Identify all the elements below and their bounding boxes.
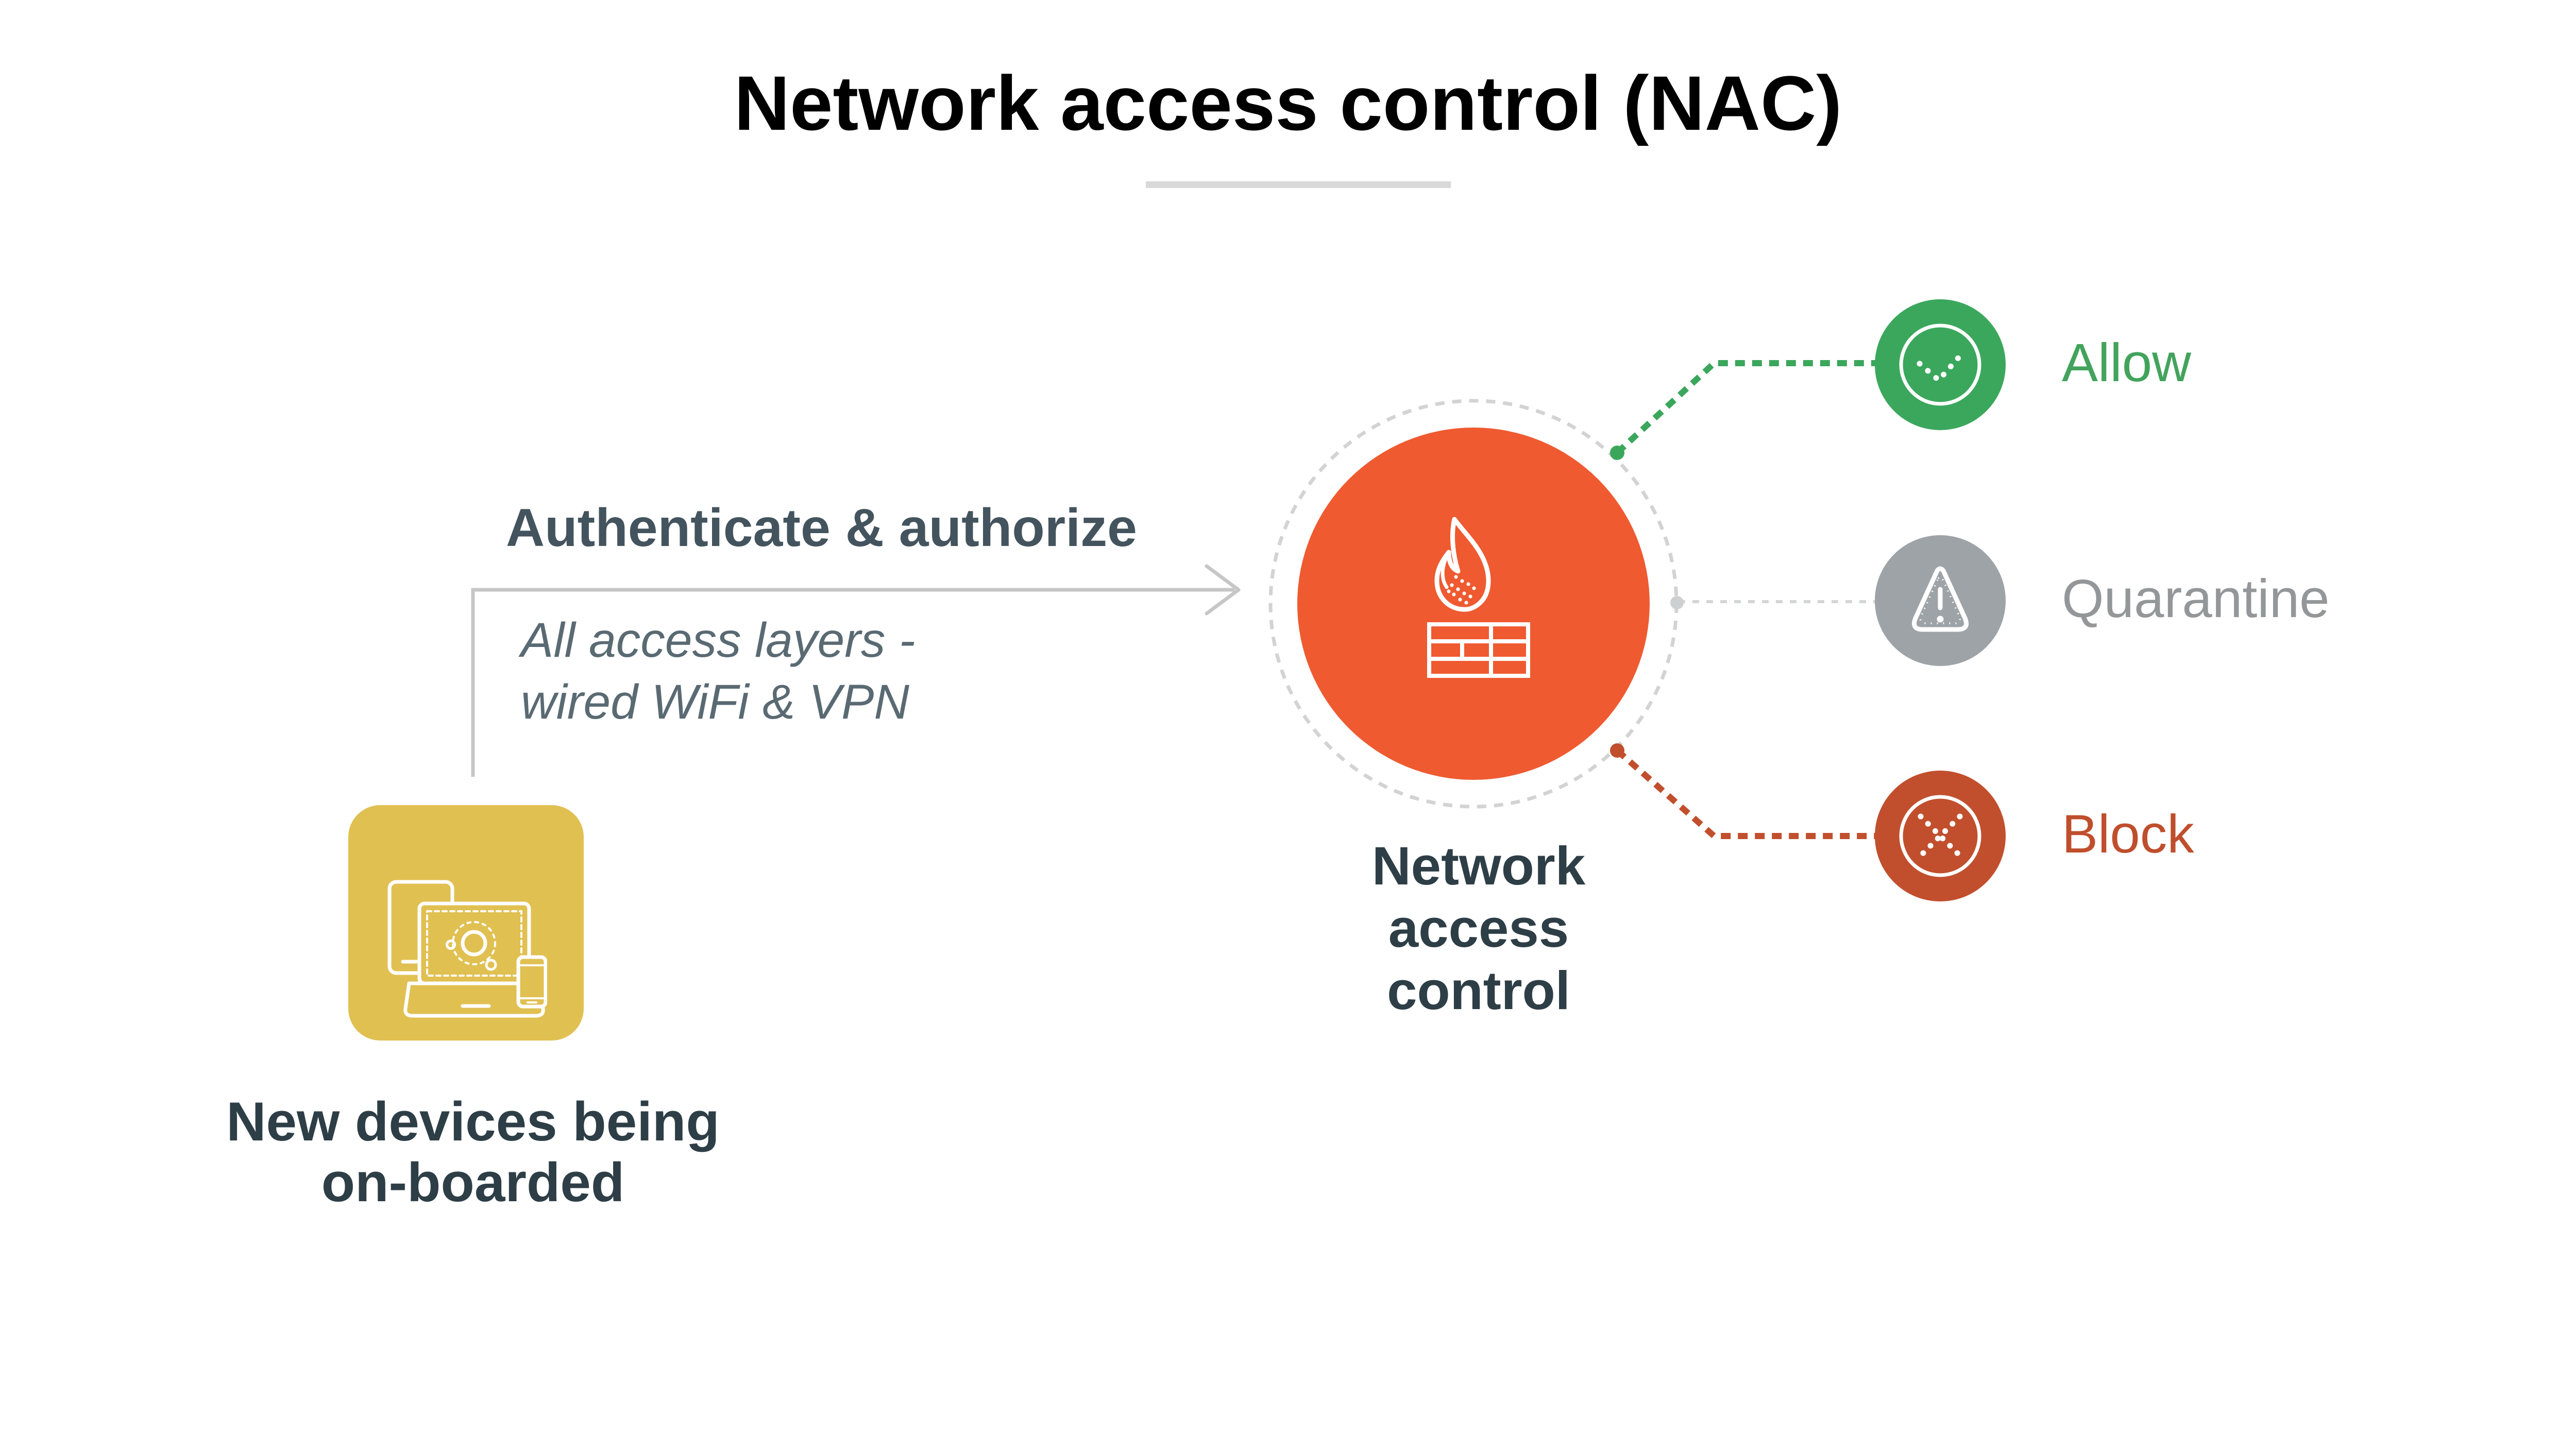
hub-circle: [1297, 428, 1650, 780]
check-icon: [1917, 347, 1968, 384]
devices-icon: [387, 880, 547, 1018]
block-connector-line: [1615, 748, 1876, 839]
allow-connector-dot: [1610, 446, 1624, 460]
flame-icon: [1434, 517, 1491, 612]
flame-sparks: [1447, 575, 1476, 605]
outcome-label-quarantine: Quarantine: [2062, 569, 2330, 629]
hub-label-line2: access: [1388, 898, 1569, 959]
flow-arrow-line: [471, 588, 1234, 777]
hub-label-line1: Network: [1371, 836, 1586, 896]
arrow-heading: Authenticate & authorize: [506, 498, 1137, 558]
block-ring: [1899, 795, 1981, 877]
allow-circle: [1875, 299, 2006, 430]
arrow-subtext-line2: wired WiFi & VPN: [521, 675, 909, 729]
title-underline: [1146, 181, 1451, 188]
cross-icon: [1918, 813, 1963, 859]
outcome-label-block: Block: [2062, 804, 2194, 864]
outcome-label-allow: Allow: [2062, 333, 2191, 393]
allow-ring: [1899, 323, 1981, 406]
source-device-tile: [348, 805, 584, 1041]
phone-shape: [516, 955, 547, 1009]
quarantine-icon: [1875, 535, 2006, 666]
allow-connector-line: [1615, 360, 1876, 455]
source-label-line1: New devices being: [226, 1090, 720, 1152]
block-connector-dot: [1610, 743, 1624, 758]
block-icon: [1875, 771, 2006, 901]
firewall-icon: [1427, 517, 1530, 678]
page-title: Network access control (NAC): [734, 60, 1842, 146]
hub-label: Network access control: [1221, 835, 1736, 1022]
laptop-screen-shape: [417, 901, 531, 985]
source-label-line2: on-boarded: [321, 1151, 625, 1213]
brick-wall-icon: [1427, 622, 1530, 678]
warning-icon: [1912, 566, 1969, 632]
allow-icon: [1875, 299, 2006, 430]
hub-label-line3: control: [1387, 961, 1570, 1021]
laptop-base-shape: [403, 981, 545, 1018]
quarantine-connector-dot: [1670, 596, 1684, 609]
source-label: New devices being on-boarded: [164, 1091, 782, 1213]
arrow-subtext-line1: All access layers -: [521, 613, 916, 668]
block-circle: [1875, 771, 2006, 901]
arrow-subtext: All access layers - wired WiFi & VPN: [521, 609, 915, 733]
flow-arrow-head: [1205, 564, 1241, 616]
